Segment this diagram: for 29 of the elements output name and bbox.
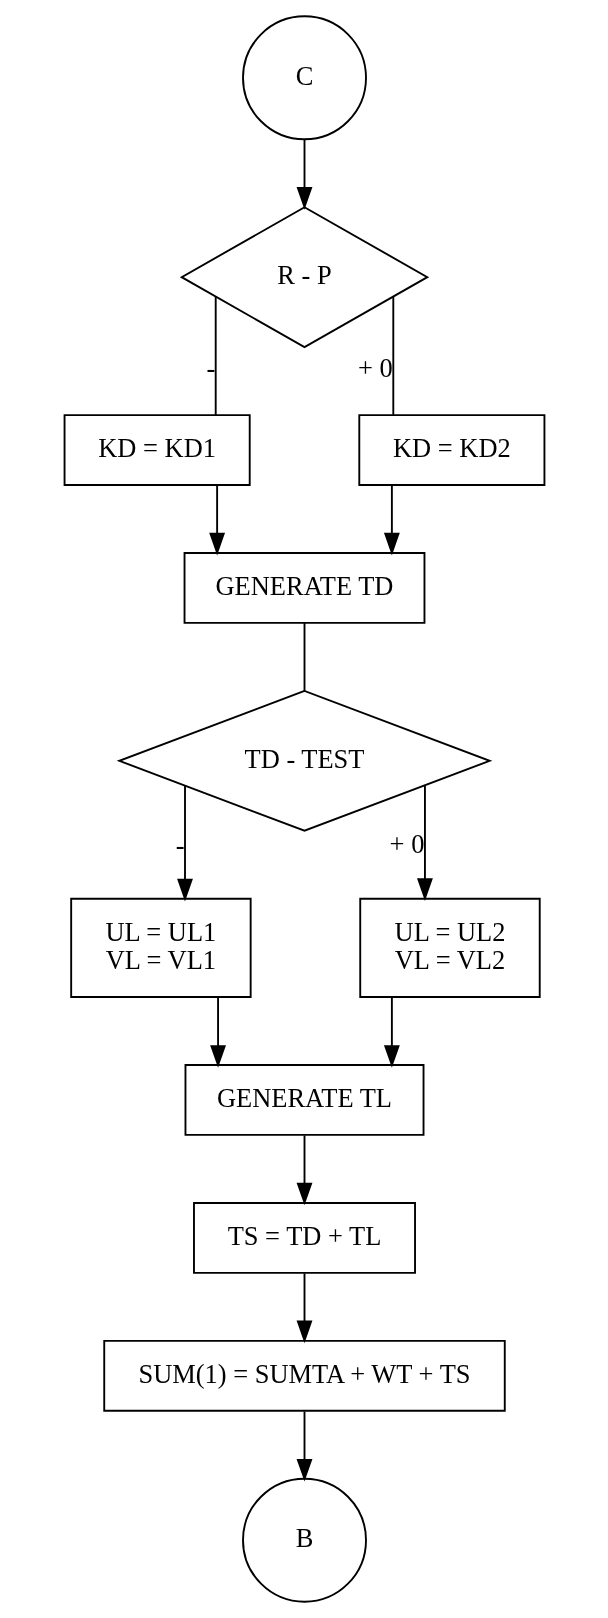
node-box: SUM(1) = SUMTA + WT + TS [102,1339,506,1412]
arrow [296,1272,312,1344]
node-box: KD = KD1 [63,414,251,486]
arrow [296,138,312,210]
arrow [208,484,225,556]
arrow [383,484,400,556]
node-box: UL = UL1 VL = VL1 [69,897,252,998]
node-box: GENERATE TD [183,552,425,624]
node-circle: B [241,1477,367,1603]
edge-label: - [175,830,185,861]
arrow [296,1410,312,1482]
node-box: KD = KD2 [357,414,545,486]
edge-label: + 0 [389,829,424,860]
node-box: GENERATE TL [184,1064,424,1136]
node-diamond: TD - TEST [116,689,492,832]
node-box: UL = UL2 VL = VL2 [358,897,541,998]
node-diamond: R - P [179,206,429,349]
connector [391,296,394,416]
edge-label: - [206,353,215,384]
node-box: TS = TD + TL [192,1202,416,1274]
arrow [416,784,433,901]
arrow [383,996,400,1068]
arrow [176,785,193,902]
arrow [209,996,226,1068]
edge-label: + 0 [357,353,393,384]
node-circle: C [241,15,367,141]
arrow [296,1134,312,1206]
connector [303,622,305,692]
connector [214,296,217,416]
